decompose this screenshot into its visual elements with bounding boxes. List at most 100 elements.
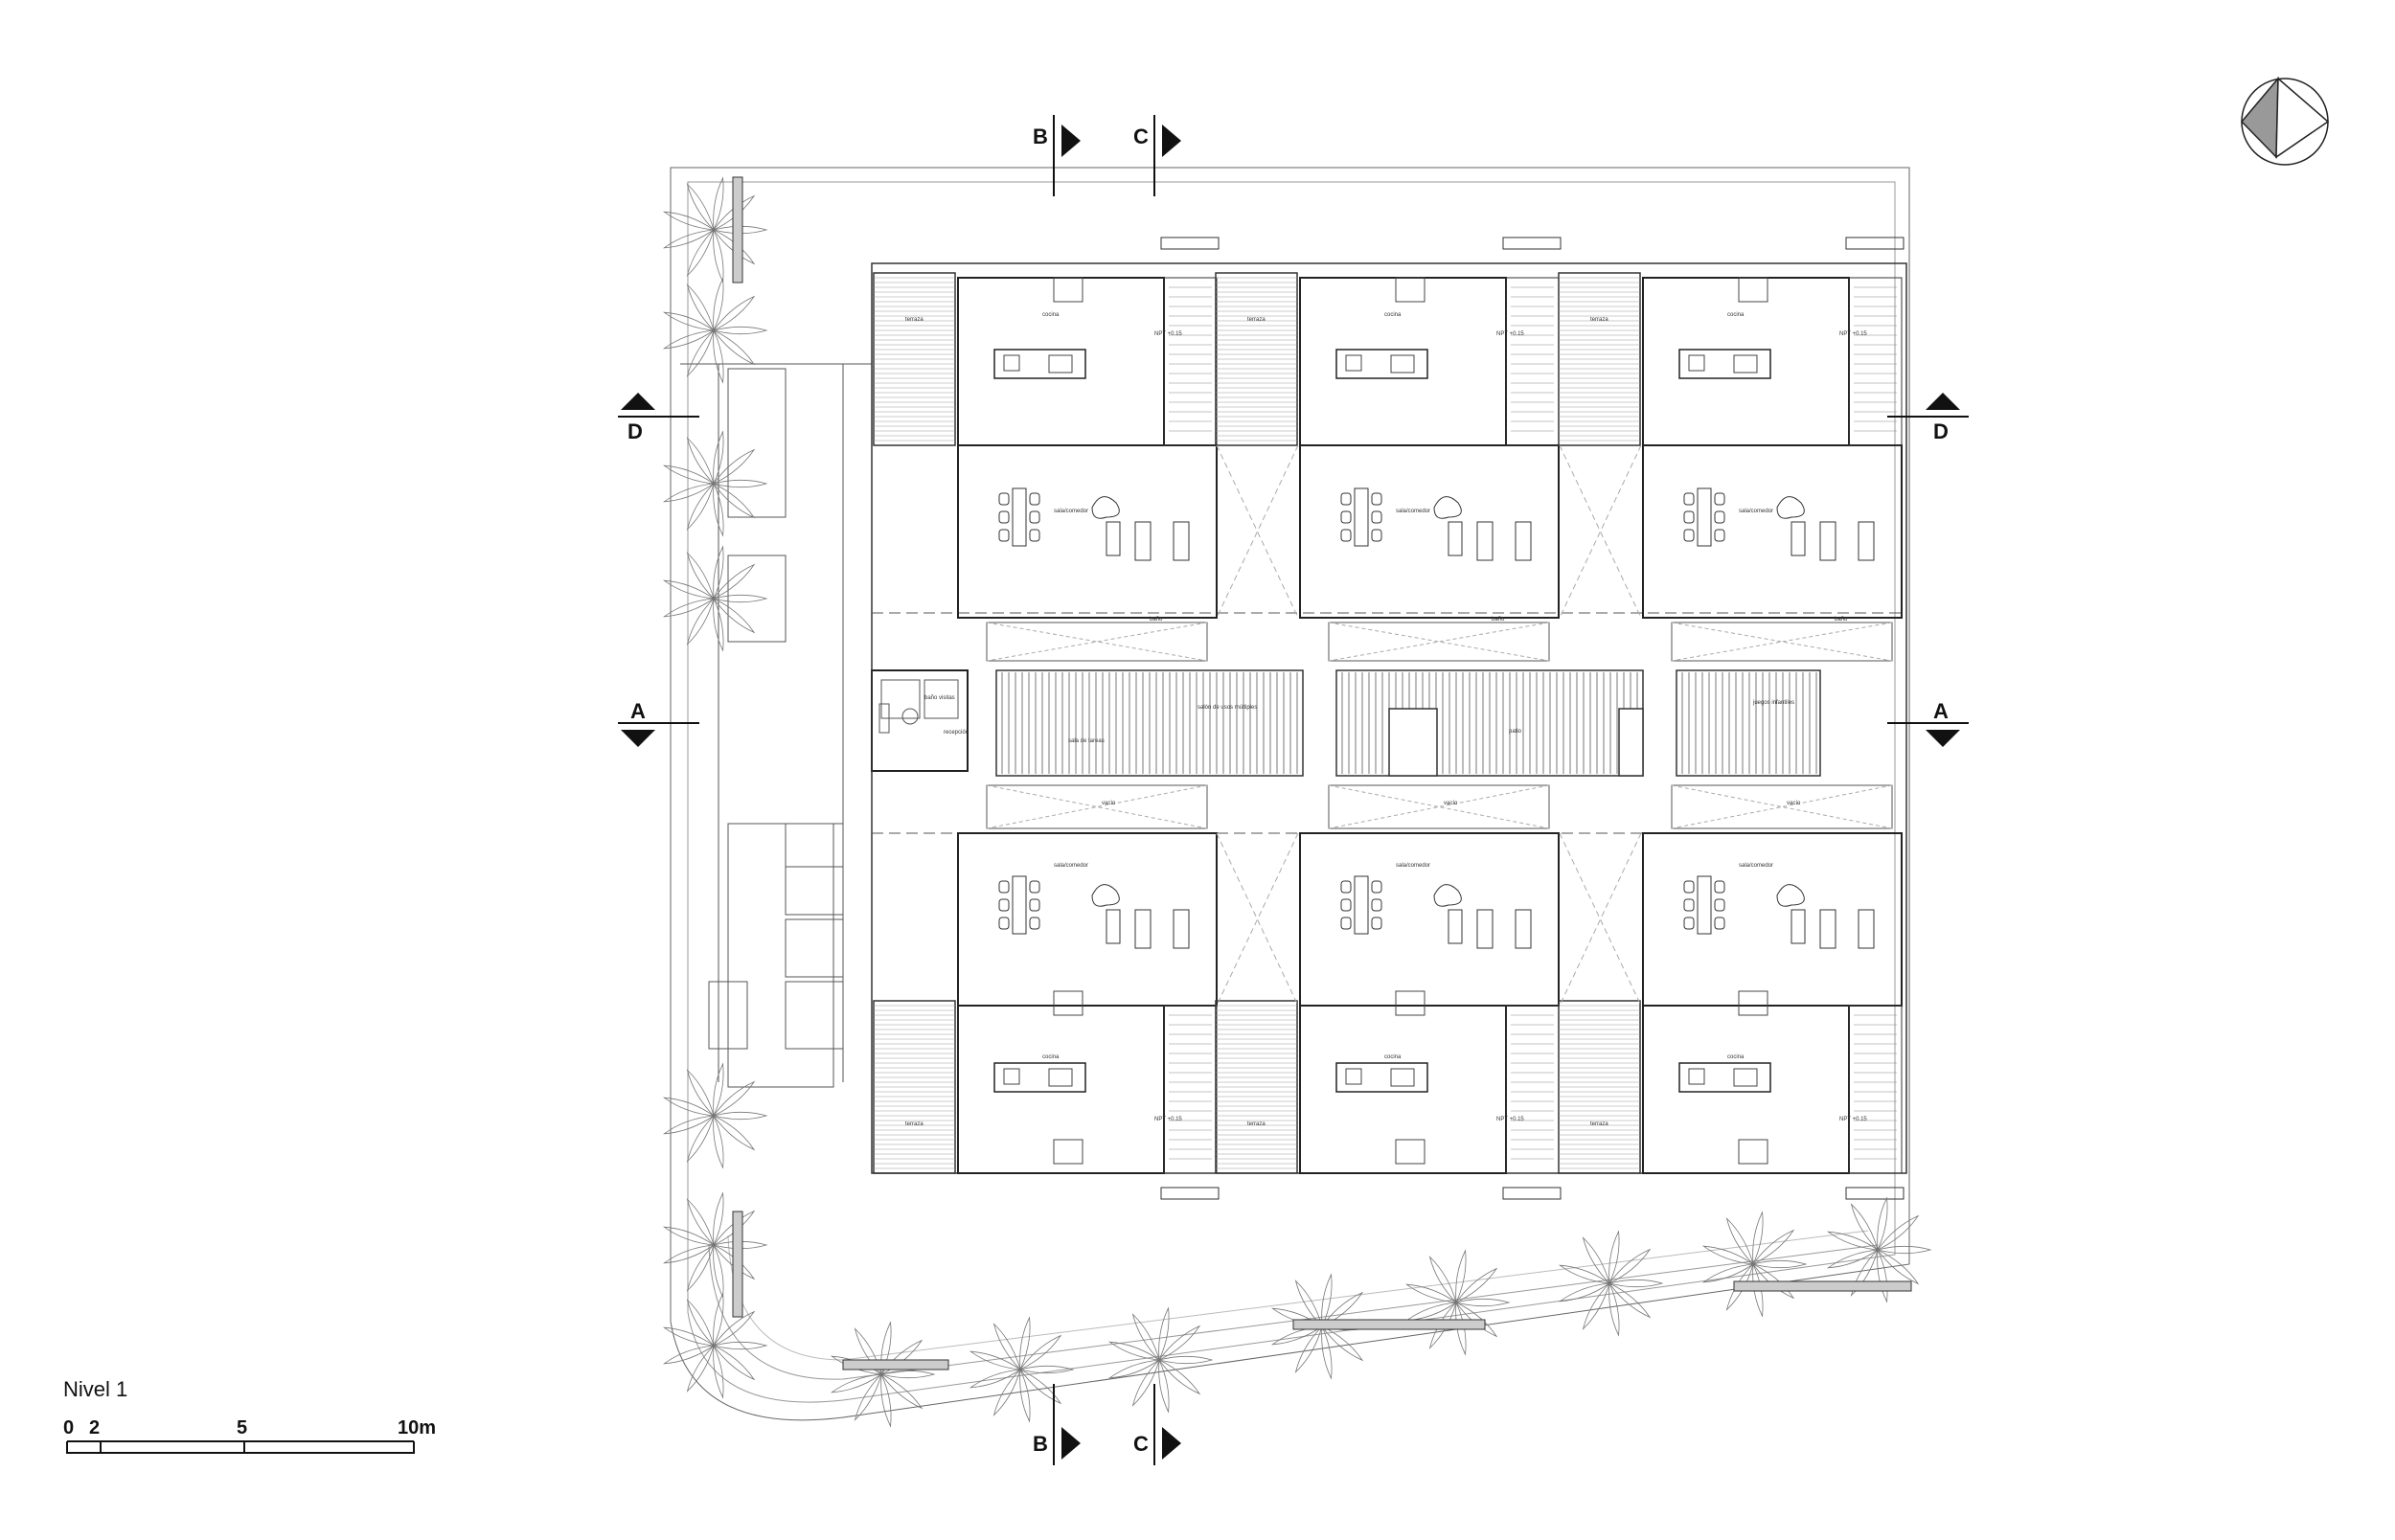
lounge-chair	[1091, 884, 1120, 907]
living-room	[957, 444, 1218, 619]
drawing-title: Nivel 1	[63, 1377, 127, 1401]
dining-chair	[1371, 880, 1382, 894]
palm-frond	[686, 1345, 715, 1393]
dining-chair	[1371, 529, 1382, 542]
room-label-sala-comedor: sala/comedor	[1739, 863, 1773, 869]
sink	[1688, 1068, 1705, 1085]
room-label-terraza: terraza	[905, 1121, 924, 1127]
room-label-vacio: vacío	[1787, 801, 1801, 806]
void-cross	[1559, 444, 1642, 619]
palm-frond	[1850, 1249, 1879, 1297]
sink	[1345, 1068, 1362, 1085]
palm-frond	[686, 552, 715, 600]
kitchen-room	[1642, 277, 1850, 446]
palm-frond	[662, 1115, 715, 1135]
void-cross	[1559, 444, 1642, 619]
palm-frond	[662, 329, 715, 350]
palm-frond	[1826, 1231, 1879, 1251]
palm-frond	[713, 1115, 756, 1151]
palm-frond	[969, 1369, 1021, 1389]
dining-chair	[1340, 510, 1352, 524]
palm-frond	[713, 1341, 768, 1350]
bench	[732, 1211, 743, 1318]
dining-chair	[1371, 917, 1382, 930]
palm-frond	[880, 1321, 892, 1375]
section-marker-a-right: A	[1887, 699, 1969, 747]
void-cross	[1559, 832, 1642, 1007]
kitchen-room	[957, 1005, 1165, 1174]
room-label-vacio: vacío	[1444, 801, 1458, 806]
palm-frond	[1877, 1214, 1920, 1251]
armchair	[1791, 909, 1806, 944]
dining-chair	[1340, 898, 1352, 912]
kitchen-island	[993, 1062, 1086, 1093]
palm-frond	[713, 176, 724, 231]
dining-chair	[1340, 917, 1352, 930]
room-label-sala-comedor: sala/comedor	[1739, 509, 1773, 514]
scale-label-2: 2	[89, 1417, 100, 1438]
room-label-bano: baño	[1835, 617, 1848, 623]
landscape-trees	[662, 176, 1932, 1428]
palm-frond	[1019, 1369, 1062, 1405]
palm-tree-icon	[1107, 1306, 1214, 1414]
dining-chair	[1683, 880, 1695, 894]
palm-frond	[1428, 1256, 1457, 1303]
palm-frond	[662, 1097, 715, 1117]
cooktop	[1390, 354, 1415, 374]
palm-frond	[1877, 1245, 1932, 1255]
palm-frond	[1608, 1282, 1620, 1337]
dining-chair	[1683, 898, 1695, 912]
palm-frond	[1877, 1249, 1888, 1303]
palm-frond	[854, 1373, 882, 1421]
cooktop	[1048, 1068, 1073, 1087]
section-label-b-bottom: B	[1033, 1432, 1048, 1456]
palm-frond	[686, 283, 715, 331]
fridge	[1395, 1139, 1426, 1165]
palm-frond	[713, 1210, 756, 1246]
palm-frond	[1019, 1334, 1062, 1370]
cooktop	[1390, 1068, 1415, 1087]
living-room	[1299, 444, 1560, 619]
scale-bar: 0 2 5 10m	[63, 1417, 436, 1454]
level-mark: NPT +0.15	[1839, 331, 1867, 337]
planter	[1160, 1187, 1220, 1200]
palm-frond	[1608, 1230, 1620, 1284]
palm-frond	[1404, 1283, 1457, 1303]
room-label-terraza: terraza	[905, 317, 924, 323]
palm-frond	[713, 1240, 768, 1250]
palm-tree-icon	[1558, 1230, 1664, 1337]
level-mark: NPT +0.15	[1839, 1117, 1867, 1122]
section-label-d-right: D	[1933, 419, 1949, 443]
room-label-terraza: terraza	[1590, 317, 1608, 323]
palm-frond	[713, 483, 756, 519]
palm-frond	[713, 1062, 724, 1117]
palm-frond	[662, 483, 715, 503]
palm-tree-icon	[662, 1292, 768, 1399]
palm-frond	[713, 329, 724, 384]
dining-chair	[1029, 492, 1040, 506]
palm-frond	[880, 1373, 924, 1410]
section-marker-d-right: D	[1887, 393, 1969, 443]
palm-frond	[713, 563, 756, 600]
palm-tree-icon	[662, 545, 768, 652]
dining-chair	[1029, 529, 1040, 542]
dining-chair	[998, 917, 1010, 930]
fridge	[1738, 990, 1768, 1016]
coffee-table	[1134, 909, 1152, 949]
room-label-cocina: cocina	[1384, 312, 1402, 318]
room-label-cocina: cocina	[1727, 1054, 1745, 1060]
dining-chair	[998, 510, 1010, 524]
north-arrow-icon	[2240, 76, 2330, 166]
stair	[1848, 277, 1903, 446]
palm-frond	[1131, 1359, 1160, 1407]
palm-frond	[992, 1323, 1021, 1370]
stair	[1163, 277, 1218, 446]
coffee-table	[1819, 909, 1836, 949]
room-label-bano: baño	[1492, 617, 1505, 623]
dining-chair	[1340, 492, 1352, 506]
armchair	[1448, 521, 1463, 556]
dining-chair	[1340, 880, 1352, 894]
